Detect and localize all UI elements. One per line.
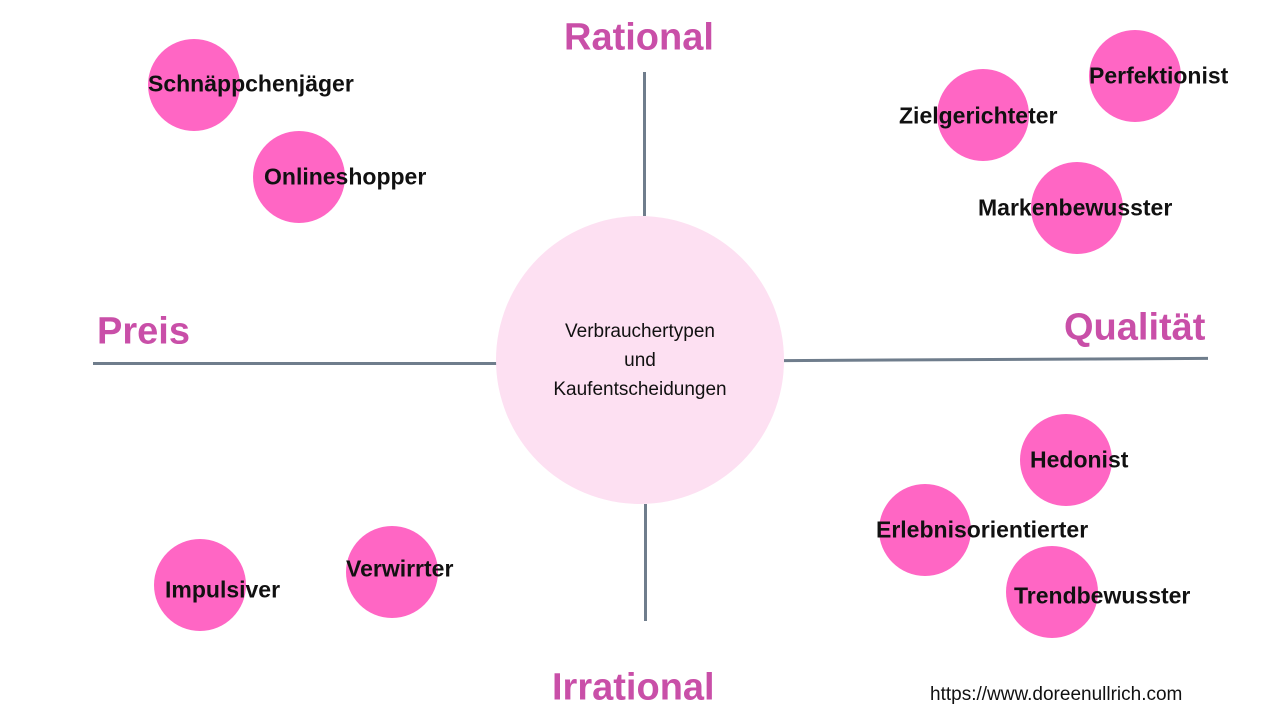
label-trendbewusster: Trendbewusster — [1014, 582, 1191, 609]
source-url[interactable]: https://www.doreenullrich.com — [930, 684, 1183, 705]
axis-line-top — [643, 72, 646, 216]
center-circle: Verbrauchertypen und Kaufentscheidungen — [496, 216, 784, 504]
bubble-schnaeppchenjaeger — [148, 39, 240, 131]
label-erlebnisorientierter: Erlebnisorientierter — [876, 516, 1089, 543]
bubble-impulsiver — [154, 539, 246, 631]
bubble-perfektionist — [1089, 30, 1181, 122]
axis-line-left — [93, 362, 497, 365]
center-title-line2: und — [624, 349, 656, 371]
axis-label-irrational: Irrational — [552, 666, 715, 709]
label-zielgerichteter: Zielgerichteter — [899, 102, 1058, 129]
axis-label-rational: Rational — [564, 16, 714, 59]
center-title-line1: Verbrauchertypen — [565, 320, 715, 342]
bubble-markenbewusster — [1031, 162, 1123, 254]
axis-label-preis: Preis — [97, 310, 190, 353]
label-verwirrter: Verwirrter — [346, 555, 454, 582]
bubble-onlineshopper — [253, 131, 345, 223]
label-markenbewusster: Markenbewusster — [978, 194, 1173, 221]
bubble-trendbewusster — [1006, 546, 1098, 638]
bubble-erlebnisorientierter — [879, 484, 971, 576]
label-schnaeppchenjaeger: Schnäppchenjäger — [148, 70, 354, 97]
axis-line-right — [783, 356, 1209, 363]
label-impulsiver: Impulsiver — [165, 576, 281, 603]
bubble-hedonist — [1020, 414, 1112, 506]
bubble-zielgerichteter — [937, 69, 1029, 161]
axis-label-qualitaet: Qualität — [1064, 306, 1206, 349]
bubble-verwirrter — [346, 526, 438, 618]
label-perfektionist: Perfektionist — [1089, 62, 1229, 89]
label-hedonist: Hedonist — [1030, 446, 1129, 473]
label-onlineshopper: Onlineshopper — [264, 163, 427, 190]
axis-line-bottom — [644, 504, 647, 621]
center-title-line3: Kaufentscheidungen — [553, 378, 727, 400]
